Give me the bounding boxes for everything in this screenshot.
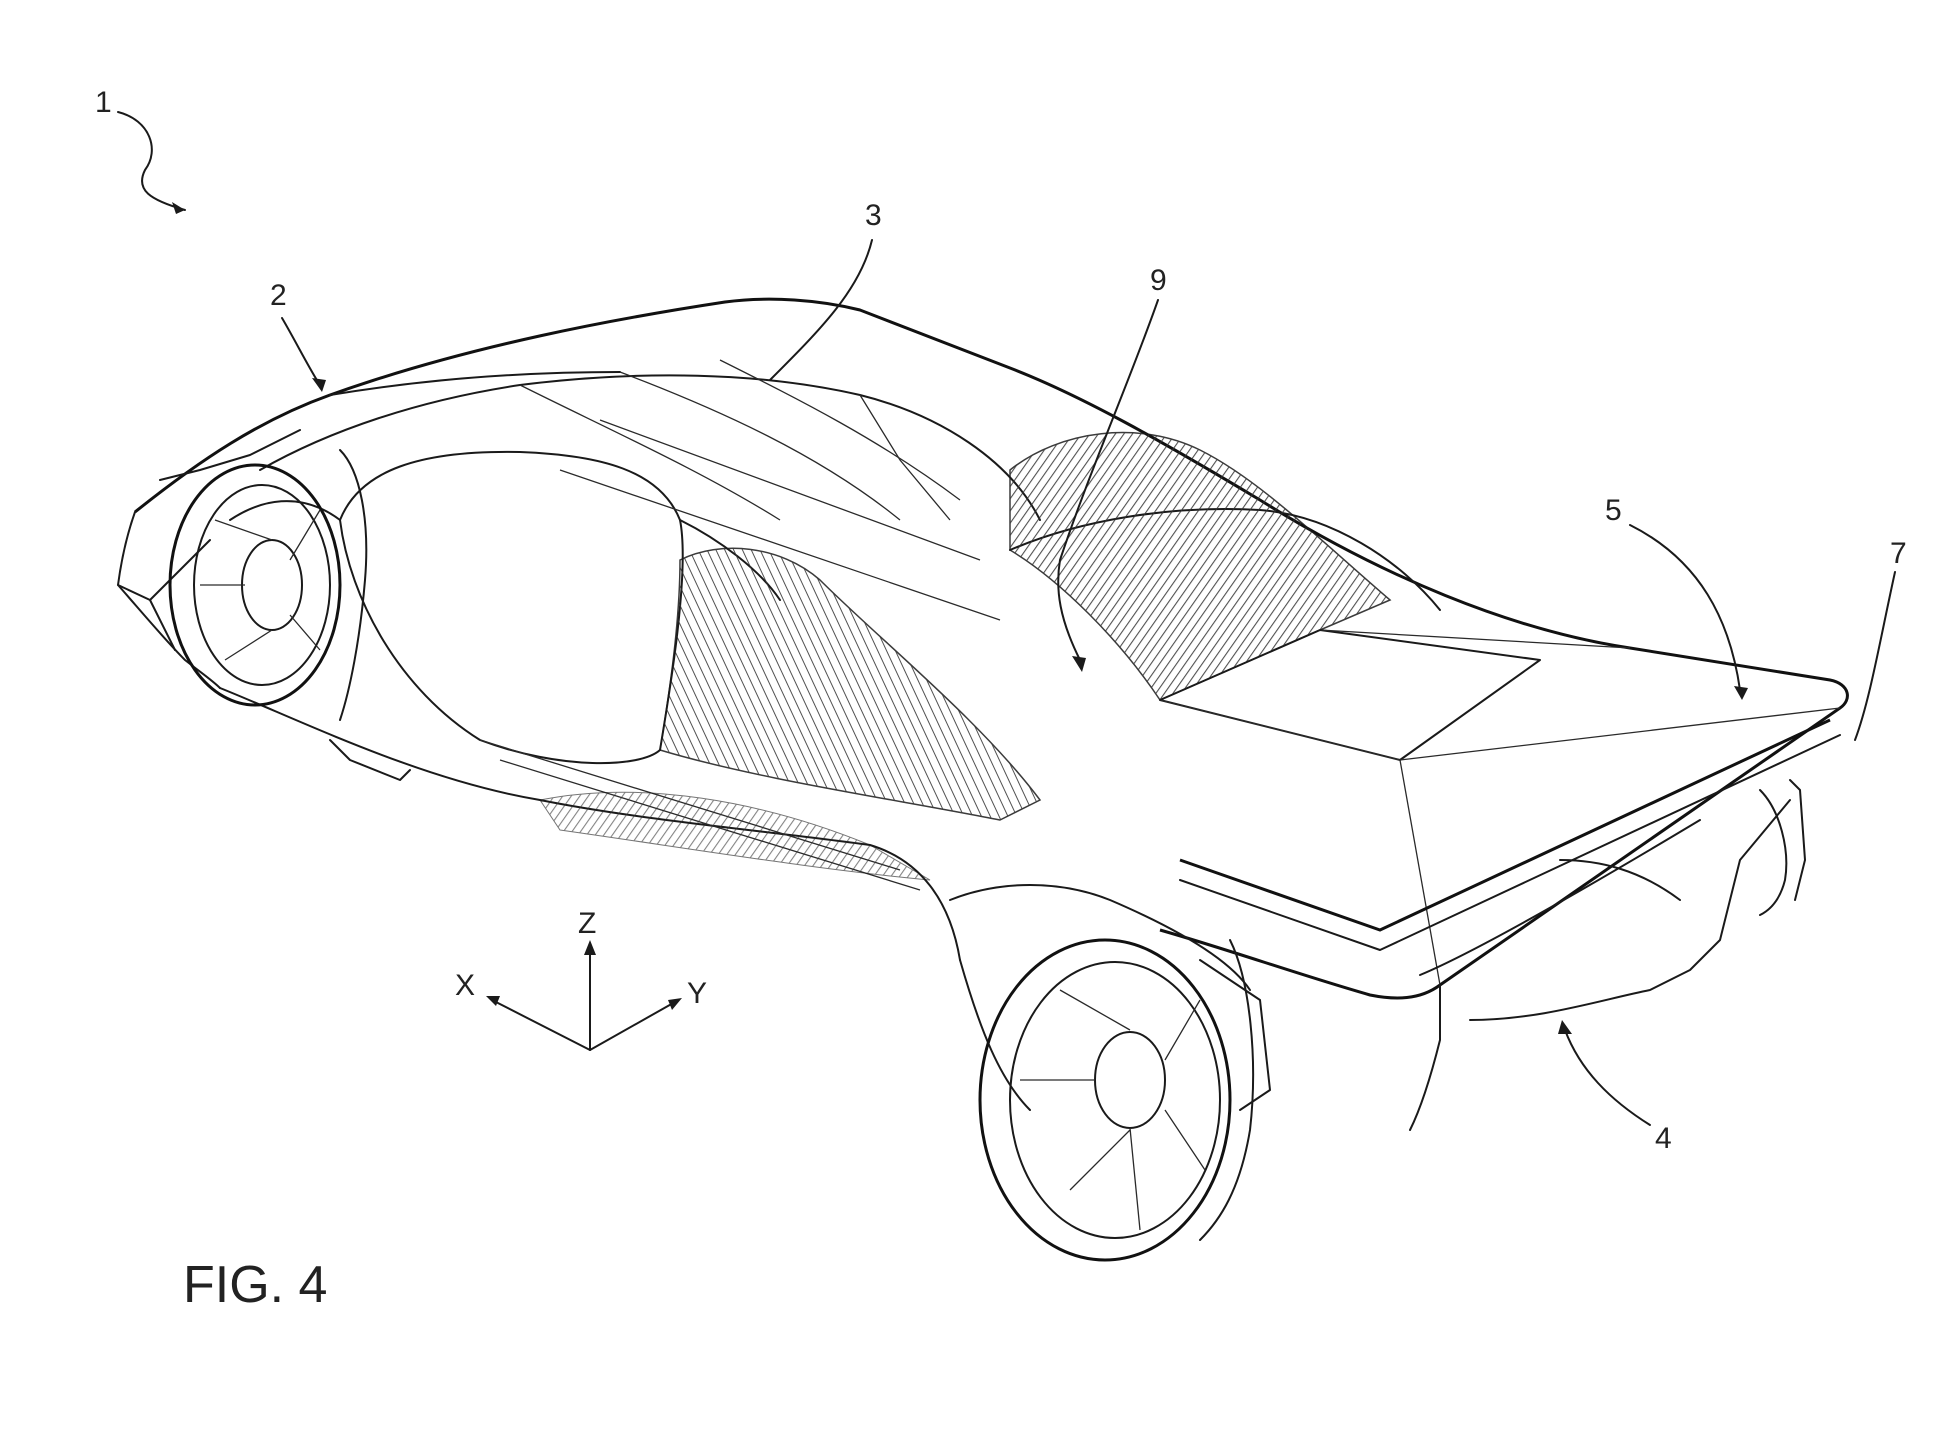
leader-9 <box>1057 299 1159 661</box>
ref-label-7: 7 <box>1890 537 1907 570</box>
rear-wheel <box>949 884 1255 1262</box>
leader-5 <box>1629 524 1741 691</box>
ref-label-9: 9 <box>1150 264 1167 297</box>
x-axis-line <box>491 999 591 1051</box>
axis-label-z: Z <box>578 907 596 940</box>
y-axis-line <box>589 1001 676 1051</box>
hatched-surfaces <box>539 431 1392 881</box>
leader-lines <box>117 111 1896 1126</box>
axis-label-x: X <box>455 969 475 1002</box>
leader-7 <box>1854 571 1896 741</box>
ref-label-1: 1 <box>95 86 112 119</box>
axis-triad: Z X Y <box>455 907 707 1051</box>
car-body <box>117 297 1849 1131</box>
front-wheel <box>168 449 411 781</box>
ref-label-4: 4 <box>1655 1122 1672 1155</box>
rear-far-wheel <box>1759 779 1806 916</box>
ref-label-2: 2 <box>270 279 287 312</box>
figure-caption: FIG. 4 <box>183 1256 327 1314</box>
leader-4 <box>1564 1029 1651 1126</box>
axis-label-y: Y <box>687 977 707 1010</box>
reference-numerals: 1 2 3 9 5 7 4 <box>95 86 1907 1155</box>
leader-2 <box>281 317 321 386</box>
leader-3 <box>769 239 873 381</box>
leader-1 <box>117 111 186 211</box>
ref-label-3: 3 <box>865 199 882 232</box>
ref-label-5: 5 <box>1605 494 1622 527</box>
